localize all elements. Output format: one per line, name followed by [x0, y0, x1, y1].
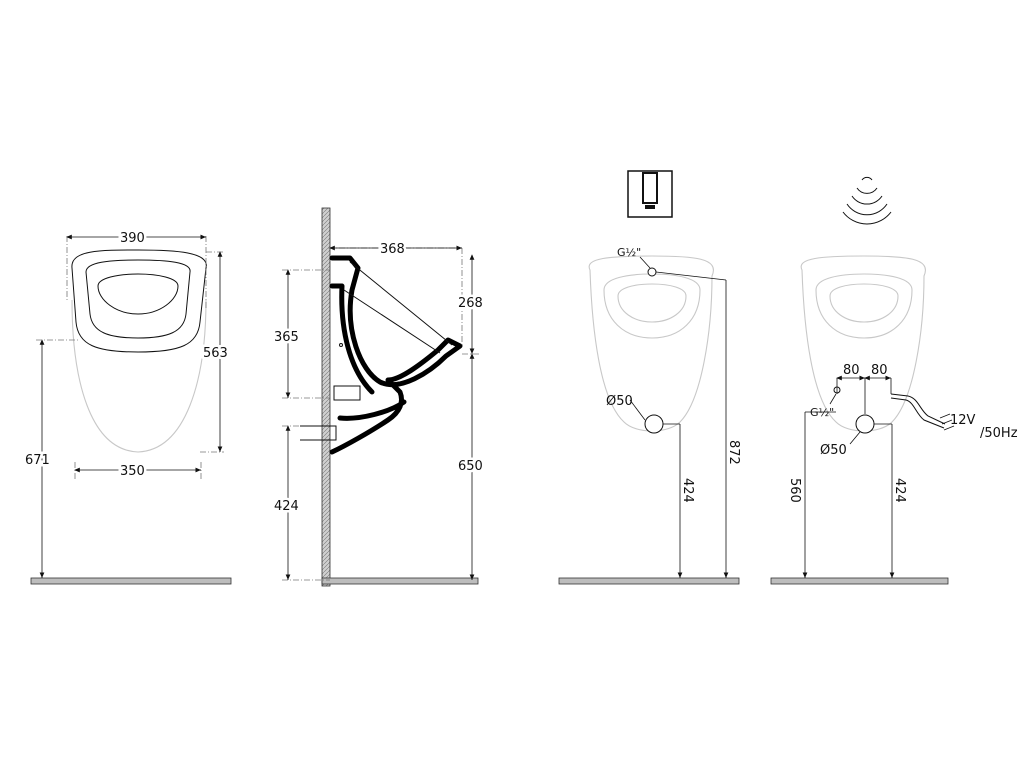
- dim-inlet: 560: [787, 478, 802, 503]
- floor-line: [30, 577, 232, 585]
- dim-rim-height: 671: [25, 453, 50, 468]
- dim-inlet: 872: [726, 440, 741, 465]
- dim-total: 650: [458, 459, 483, 474]
- sensor-view: 80 80 12V /50Hz G½" Ø50 560 424: [770, 176, 1018, 585]
- dim-width-top: 390: [120, 231, 145, 246]
- floor-line: [558, 577, 740, 585]
- urinal-section: [329, 255, 463, 455]
- sensor-wave-icon: [842, 176, 892, 225]
- dim-height: 563: [203, 346, 228, 361]
- dim-upper: 365: [274, 330, 299, 345]
- urinal-bowl: [97, 273, 179, 315]
- front-view: 390 350 563 671: [23, 229, 232, 585]
- flush-panel-icon: [627, 170, 673, 218]
- inlet-marker: [647, 267, 657, 277]
- outlet-marker: [644, 414, 664, 434]
- urinal-rim-inner: [85, 259, 191, 339]
- outlet-label: Ø50: [606, 394, 633, 409]
- frequency-label: /50Hz: [980, 426, 1018, 441]
- dim-outlet-height: 424: [274, 499, 299, 514]
- inlet-label: G½": [617, 246, 641, 259]
- wall: [321, 207, 331, 587]
- urinal-body-outline: [71, 299, 207, 453]
- urinal-outline: [588, 255, 714, 432]
- outlet-label: Ø50: [820, 443, 847, 458]
- dim-outlet: 424: [892, 478, 907, 503]
- dim-width-bottom: 350: [120, 464, 145, 479]
- dim-inlet-drop: 268: [458, 296, 483, 311]
- floor-line: [770, 577, 949, 585]
- urinal-rim-outer: [71, 249, 207, 353]
- dim-outlet: 424: [680, 478, 695, 503]
- dim-left-offset: 80: [843, 363, 860, 378]
- flush-panel-view: G½" Ø50 424 872: [558, 170, 741, 585]
- urinal-outline: [800, 255, 926, 432]
- dim-depth: 368: [380, 242, 405, 257]
- floor-line: [321, 577, 479, 585]
- dim-right-offset: 80: [871, 363, 888, 378]
- inlet-label: G½": [810, 406, 834, 419]
- side-view: 368 268 650 365 424: [272, 207, 485, 587]
- voltage-label: 12V: [950, 413, 976, 428]
- outlet-marker: [855, 414, 875, 434]
- power-cable: [890, 393, 946, 429]
